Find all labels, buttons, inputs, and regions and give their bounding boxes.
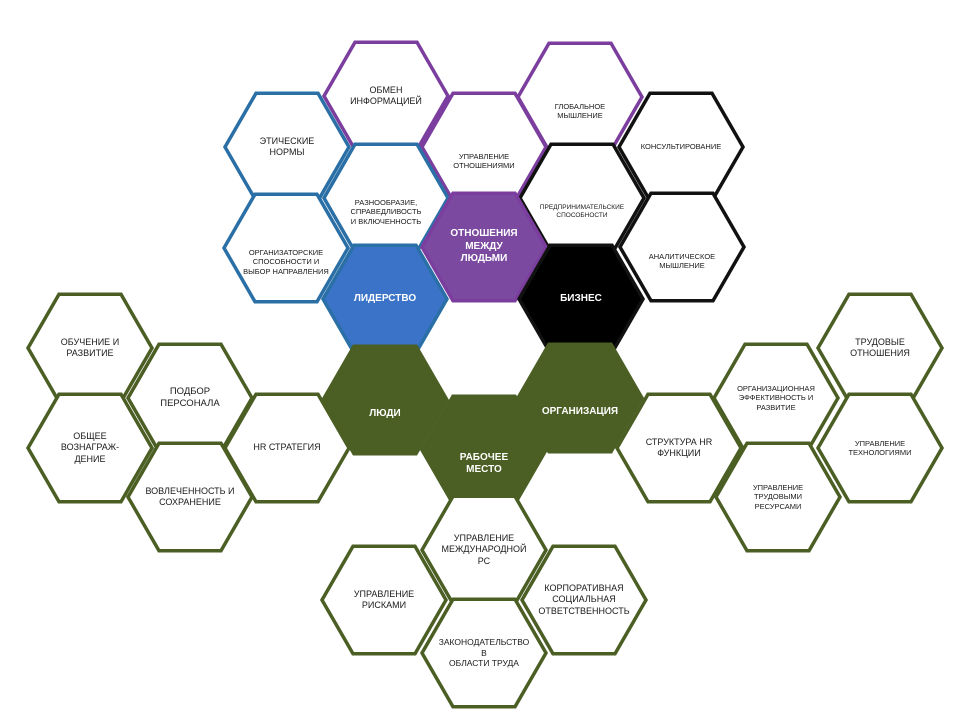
hexagon-lyudi	[320, 344, 450, 456]
hexagon-kso	[519, 544, 649, 656]
hexagon-otnosheniya-mezhdu-lyudmi	[419, 191, 549, 303]
hexagon-riski	[319, 544, 449, 656]
hexagon-analiticheskoe	[617, 191, 747, 303]
hexagon-hr-strategiya	[222, 392, 352, 504]
hexagon-organizaciya	[515, 342, 645, 454]
hexagon-organizatorskie	[221, 192, 351, 304]
hexagon-vovlechennost	[125, 441, 255, 553]
hexagon-trudovye-otnosheniya	[815, 292, 945, 404]
hexagon-struktura-hr	[614, 392, 744, 504]
hexagon-upravlenie-tehnologiyami	[815, 392, 945, 504]
hexagon-zakonodatelstvo	[419, 597, 549, 709]
hexagon-obshchee-voznagrazhdenie	[25, 392, 155, 504]
hexagon-upravlenie-trudovymi	[713, 441, 843, 553]
